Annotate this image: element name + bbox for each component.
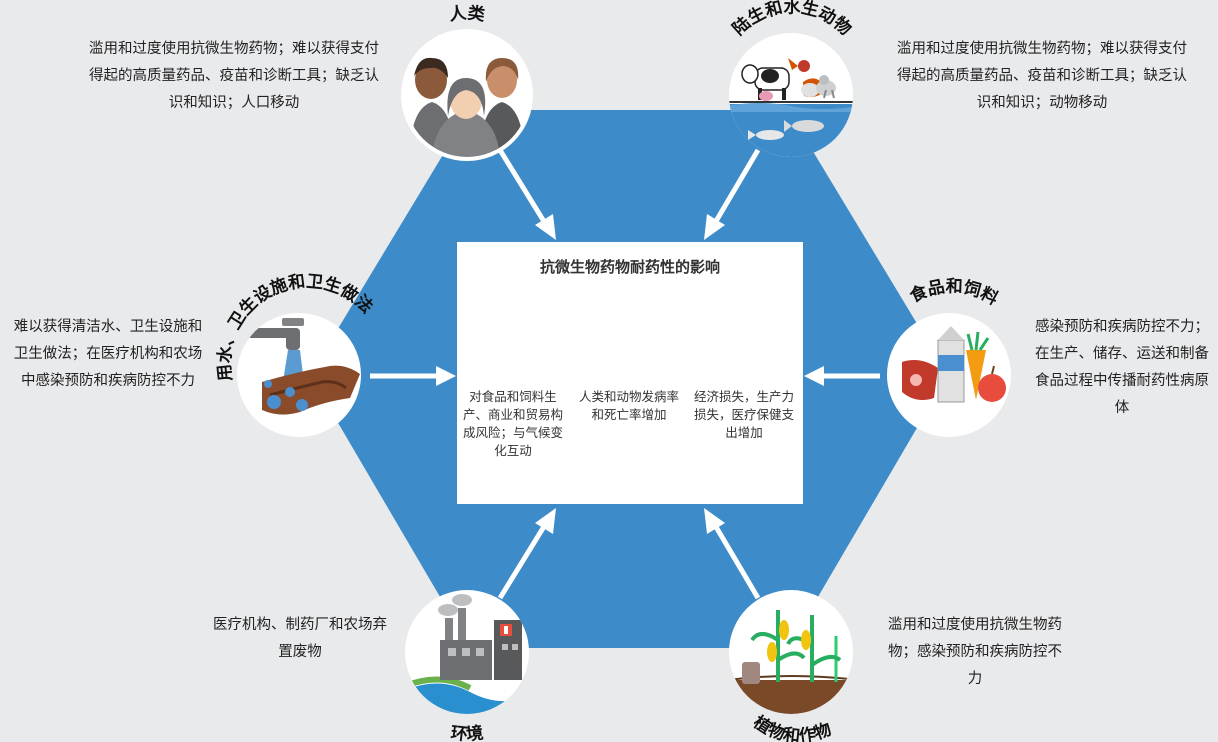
impact-box: 抗微生物药物耐药性的影响 对食品和饲料生产、商业和贸易构成风险；与气候变化互动 … [457, 242, 803, 504]
arrowhead-humans [535, 214, 556, 240]
node-title-food: 食品和饲料 [906, 277, 1001, 309]
arrowhead-food [804, 366, 824, 386]
impact-text-economic: 经济损失，生产力损失，医疗保健支出增加 [693, 389, 794, 440]
handwashing-icon [237, 313, 361, 437]
factory-pollution-icon [405, 590, 529, 714]
food-items-icon [887, 313, 1011, 437]
corn-crops-icon [729, 590, 853, 714]
node-title-animals: 陆生和水生动物 [729, 0, 856, 39]
desc-plants: 滥用和过度使用抗微生物药物；感染预防和疾病防控不力 [888, 617, 1062, 687]
arrow-plants [709, 518, 761, 600]
desc-food: 感染预防和疾病防控不力；在生产、储存、运送和制备食品过程中传播耐药性病原体 [1035, 319, 1209, 416]
arrowhead-wash [436, 366, 456, 386]
arrowhead-animals [704, 214, 725, 240]
arrowhead-plants [704, 508, 725, 534]
desc-wash: 难以获得清洁水、卫生设施和卫生做法；在医疗机构和农场中感染预防和疾病防控不力 [13, 319, 203, 389]
people-icon [401, 29, 533, 161]
node-title-environment: 环境 [450, 722, 485, 742]
impact-text-trade: 对食品和饲料生产、商业和贸易构成风险；与气候变化互动 [462, 389, 563, 458]
desc-animals: 滥用和过度使用抗微生物药物；难以获得支付得起的高质量药品、疫苗和诊断工具；缺乏认… [897, 41, 1187, 111]
impact-text-morbidity: 人类和动物发病率和死亡率增加 [578, 389, 679, 422]
arrow-humans [497, 148, 551, 230]
arrows [370, 148, 880, 600]
desc-humans: 滥用和过度使用抗微生物药物；难以获得支付得起的高质量药品、疫苗和诊断工具；缺乏认… [89, 41, 379, 111]
desc-environment: 医疗机构、制药厂和农场弃置废物 [213, 617, 387, 660]
arrow-animals [709, 148, 761, 230]
impact-title: 抗微生物药物耐药性的影响 [539, 258, 720, 276]
node-title-humans: 人类 [448, 2, 487, 24]
arrowhead-environment [535, 508, 556, 534]
arrow-environment [497, 518, 551, 600]
node-title-plants: 植物和作物 [750, 712, 834, 742]
